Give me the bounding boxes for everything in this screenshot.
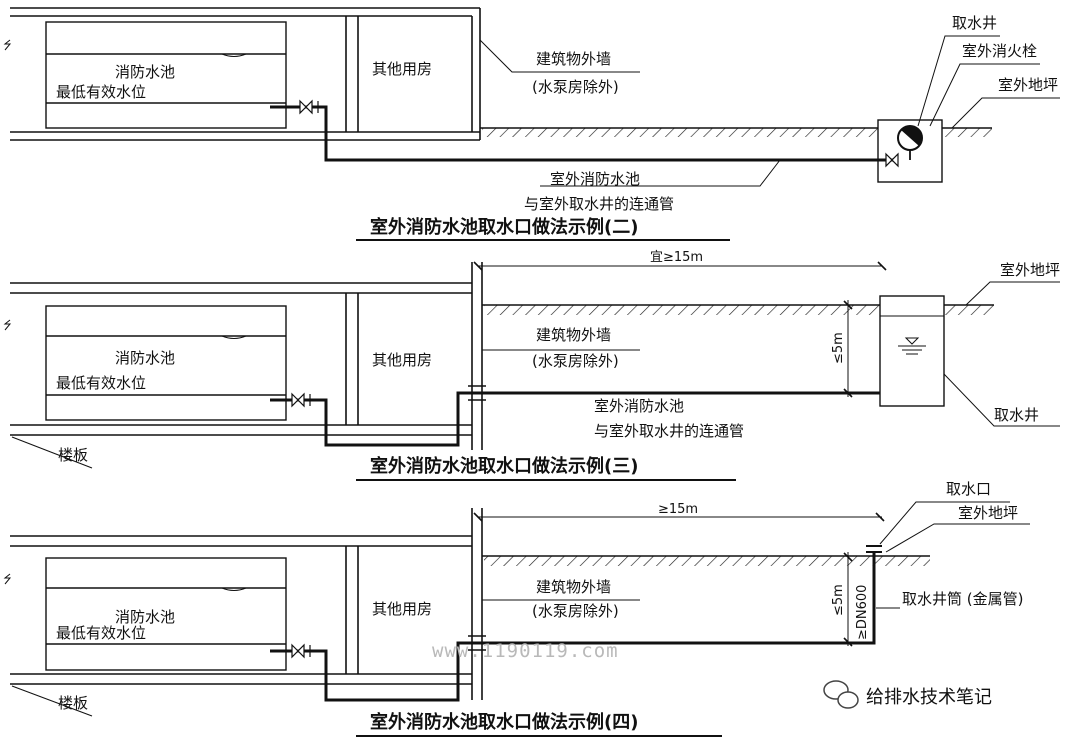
intake-cap — [866, 545, 882, 553]
pipe-note: 与室外取水井的连通管 — [524, 195, 674, 213]
other-rooms-label: 其他用房 — [372, 600, 432, 618]
wall-note: (水泵房除外) — [532, 352, 619, 370]
wall-sleeve — [468, 635, 486, 651]
fire-pool-tank — [45, 305, 287, 421]
diagram-3: 消防水池 最低有效水位 其他用房 — [3, 250, 1060, 481]
diagram-2-title: 室外消防水池取水口做法示例(二) — [370, 216, 638, 238]
intake-well-box — [879, 295, 945, 407]
pipe-size-label: ≥DN600 — [855, 585, 870, 640]
distance-label: ≥15m — [658, 502, 698, 517]
outdoor-hydrant — [897, 125, 923, 160]
watermark-text: www.1190119.com — [432, 640, 619, 662]
wall-label: 建筑物外墙 — [536, 578, 611, 596]
well-label: 取水井 — [952, 14, 997, 32]
depth-label: ≤5m — [831, 584, 846, 616]
ground-hatch — [484, 556, 930, 566]
depth-dimension — [843, 300, 853, 398]
connecting-pipe — [270, 105, 898, 162]
brand-label: 给排水技术笔记 — [866, 687, 992, 708]
ground-label: 室外地坪 — [958, 504, 1018, 522]
diagram-4-title: 室外消防水池取水口做法示例(四) — [370, 711, 638, 733]
hydrant-label: 室外消火栓 — [962, 42, 1037, 60]
valve-icon — [885, 152, 899, 168]
building-structure — [3, 262, 483, 450]
pool-label: 消防水池 — [115, 349, 175, 367]
wall-label: 建筑物外墙 — [536, 326, 611, 344]
wall-note: (水泵房除外) — [532, 602, 619, 620]
fire-pool-tank — [45, 21, 287, 129]
pipe-note: 与室外取水井的连通管 — [594, 422, 744, 440]
valve-icon — [291, 643, 311, 659]
pipe-label: 室外消防水池 — [594, 397, 684, 415]
well-label: 取水井 — [994, 406, 1039, 424]
water-level-icon — [898, 337, 926, 355]
valve-icon — [291, 392, 311, 408]
floor-slab-label: 楼板 — [58, 446, 88, 464]
ground-label: 室外地坪 — [998, 76, 1058, 94]
wall-sleeve — [468, 385, 486, 401]
pool-label: 消防水池 — [115, 608, 175, 626]
diagram-4: 消防水池 最低有效水位 其他用房 ≥15m — [3, 480, 1030, 737]
depth-dimension — [843, 552, 853, 647]
ground-hatch — [482, 128, 878, 137]
depth-label: ≤5m — [831, 332, 846, 364]
distance-dimension — [473, 261, 887, 271]
ground-label: 室外地坪 — [1000, 261, 1060, 279]
min-water-level-label: 最低有效水位 — [56, 624, 146, 642]
fire-pool-tank — [45, 557, 287, 671]
intake-label: 取水口 — [946, 480, 991, 498]
min-water-level-label: 最低有效水位 — [56, 374, 146, 392]
connecting-pipe — [270, 391, 880, 447]
building-structure — [3, 508, 483, 700]
valve-icon — [299, 99, 319, 115]
pipe-label: 室外消防水池 — [550, 170, 640, 188]
min-water-level-label: 最低有效水位 — [56, 83, 146, 101]
building-structure — [3, 7, 481, 141]
connecting-pipe — [270, 552, 876, 702]
diagram-3-title: 室外消防水池取水口做法示例(三) — [370, 455, 638, 477]
other-rooms-label: 其他用房 — [372, 60, 432, 78]
distance-label: 宜≥15m — [650, 250, 703, 265]
distance-dimension — [473, 512, 885, 522]
floor-slab-label: 楼板 — [58, 694, 88, 712]
other-rooms-label: 其他用房 — [372, 351, 432, 369]
wechat-icon — [823, 680, 859, 709]
diagram-2: 消防水池 最低有效水位 其他用房 — [3, 7, 1060, 241]
ground-hatch — [484, 305, 880, 315]
wall-label: 建筑物外墙 — [536, 50, 611, 68]
wall-note: (水泵房除外) — [532, 78, 619, 96]
well-tube-label: 取水井筒 (金属管) — [902, 590, 1023, 608]
pool-label: 消防水池 — [115, 63, 175, 81]
